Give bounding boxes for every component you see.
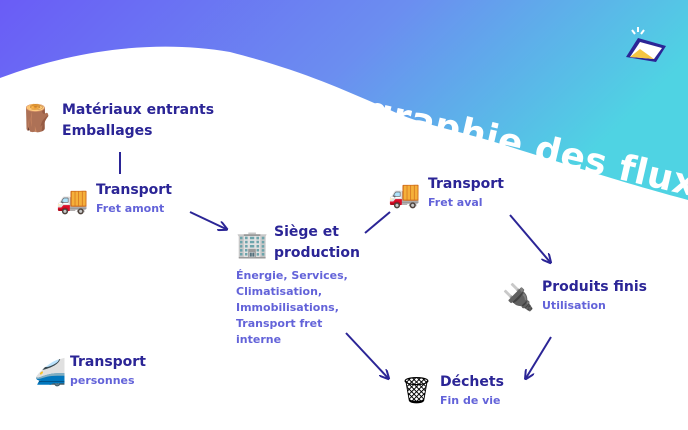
emballages-label: Emballages bbox=[62, 123, 153, 139]
arrow-produits-to-dechets bbox=[526, 336, 552, 378]
wastebasket-icon: 🗑 bbox=[400, 376, 434, 406]
transport-amont-label: Transport bbox=[96, 182, 172, 198]
transport-aval-label: Transport bbox=[428, 176, 504, 192]
siege-detail: Énergie, Services, bbox=[236, 269, 348, 282]
siege-detail: interne bbox=[236, 333, 282, 346]
truck-icon: 🚚 bbox=[388, 180, 421, 210]
high-speed-train-icon: 🚄 bbox=[34, 358, 67, 388]
siege-detail: Transport fret bbox=[236, 317, 323, 330]
wood-log-icon: 🪵 bbox=[20, 104, 53, 134]
truck-icon: 🚚 bbox=[56, 186, 89, 216]
arrow-siege-to-dechets bbox=[345, 332, 388, 378]
fret-amont-label: Fret amont bbox=[96, 202, 165, 215]
fin-de-vie-label: Fin de vie bbox=[440, 394, 501, 407]
produits-finis-label: Produits finis bbox=[542, 279, 647, 295]
connector-siege-aval bbox=[364, 211, 391, 234]
arrow-amont-to-siege bbox=[189, 211, 226, 229]
dechets-label: Déchets bbox=[440, 374, 504, 390]
siege-detail: Immobilisations, bbox=[236, 301, 339, 314]
fret-aval-label: Fret aval bbox=[428, 196, 483, 209]
transport-personnes-label: Transport bbox=[70, 354, 146, 370]
tilted-panel-logo-icon bbox=[626, 27, 666, 62]
electric-plug-icon: 🔌 bbox=[502, 283, 535, 313]
personnes-label: personnes bbox=[70, 374, 135, 387]
siege-label: Siège et bbox=[274, 224, 339, 240]
office-building-icon: 🏢 bbox=[236, 230, 269, 260]
arrow-aval-to-produits bbox=[509, 214, 550, 262]
materiaux-label: Matériaux entrants bbox=[62, 102, 215, 118]
siege-detail: Climatisation, bbox=[236, 285, 323, 298]
utilisation-label: Utilisation bbox=[542, 299, 606, 312]
production-label: production bbox=[274, 245, 360, 261]
